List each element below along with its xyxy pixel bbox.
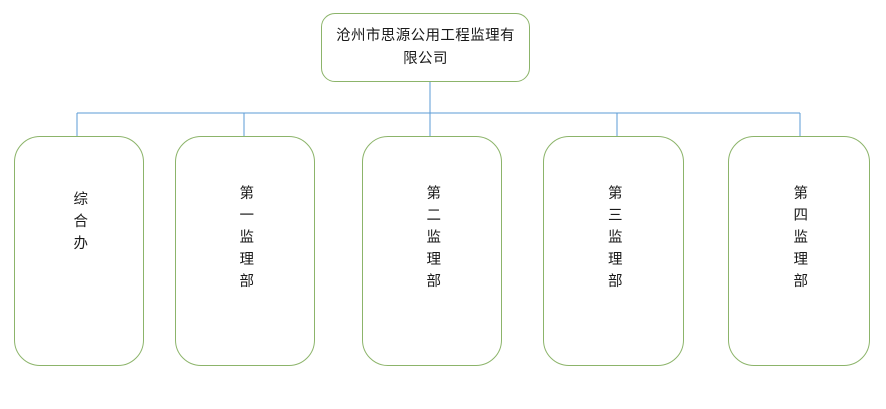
org-node-supervision-dept-3-label: 第三监理部 — [605, 185, 622, 295]
org-node-general-office[interactable]: 综合办 — [14, 136, 144, 366]
org-node-supervision-dept-4[interactable]: 第四监理部 — [728, 136, 870, 366]
org-node-supervision-dept-1-label: 第一监理部 — [237, 185, 254, 295]
org-node-supervision-dept-2-label: 第二监理部 — [424, 185, 441, 295]
org-node-supervision-dept-1[interactable]: 第一监理部 — [175, 136, 315, 366]
org-node-supervision-dept-2[interactable]: 第二监理部 — [362, 136, 502, 366]
org-node-supervision-dept-4-label: 第四监理部 — [791, 185, 808, 295]
org-node-general-office-label: 综合办 — [71, 191, 88, 257]
org-node-supervision-dept-3[interactable]: 第三监理部 — [543, 136, 684, 366]
org-node-root[interactable]: 沧州市思源公用工程监理有限公司 — [321, 13, 530, 82]
org-node-root-label: 沧州市思源公用工程监理有限公司 — [336, 28, 515, 67]
